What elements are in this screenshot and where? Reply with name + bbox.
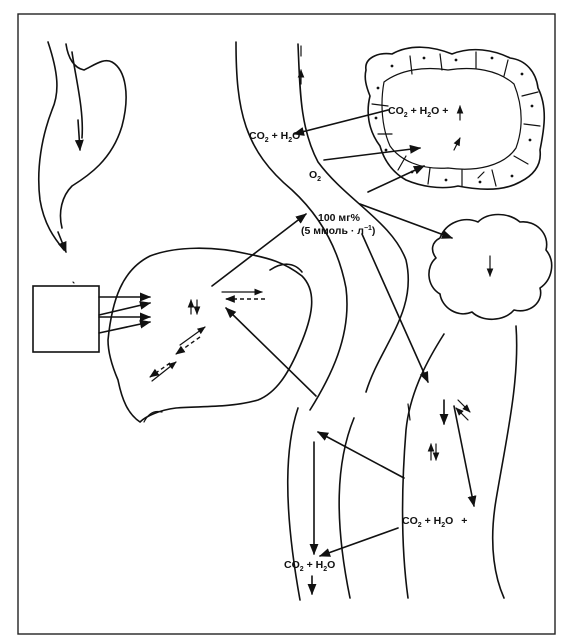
label-o2: O2 xyxy=(309,169,321,183)
svg-text:CO2 + H2O+: CO2 + H2O+ xyxy=(402,515,467,529)
svg-text:O2: O2 xyxy=(309,169,321,183)
frame-border xyxy=(17,13,556,635)
label-glucose-concentration: 100 мг% (5 ммоль · л−1) xyxy=(301,212,375,237)
blood-vessels xyxy=(235,41,518,601)
svg-text:CO2 + H2O: CO2 + H2O xyxy=(249,130,300,144)
label-co2-h2o-left: CO2 + H2O xyxy=(249,130,300,144)
glucose-flows xyxy=(211,109,477,596)
muscle-cell-cluster xyxy=(364,46,546,191)
stomach-shape xyxy=(37,41,127,254)
svg-text:(5 ммоль · л−1): (5 ммоль · л−1) xyxy=(301,225,375,237)
svg-text:100 мг%: 100 мг% xyxy=(318,212,361,224)
label-co2-h2o-bottom: CO2 + H2O xyxy=(284,559,335,573)
liver-shape xyxy=(107,247,313,423)
intestine-box xyxy=(32,281,152,353)
adipose-tissue-cloud xyxy=(428,213,553,321)
label-co2-h2o-lower-right: CO2 + H2O+ xyxy=(402,515,467,529)
svg-text:CO2 + H2O+: CO2 + H2O+ xyxy=(388,105,448,119)
svg-text:CO2 + H2O: CO2 + H2O xyxy=(284,559,335,573)
label-co2-h2o-muscle: CO2 + H2O+ xyxy=(388,105,448,119)
